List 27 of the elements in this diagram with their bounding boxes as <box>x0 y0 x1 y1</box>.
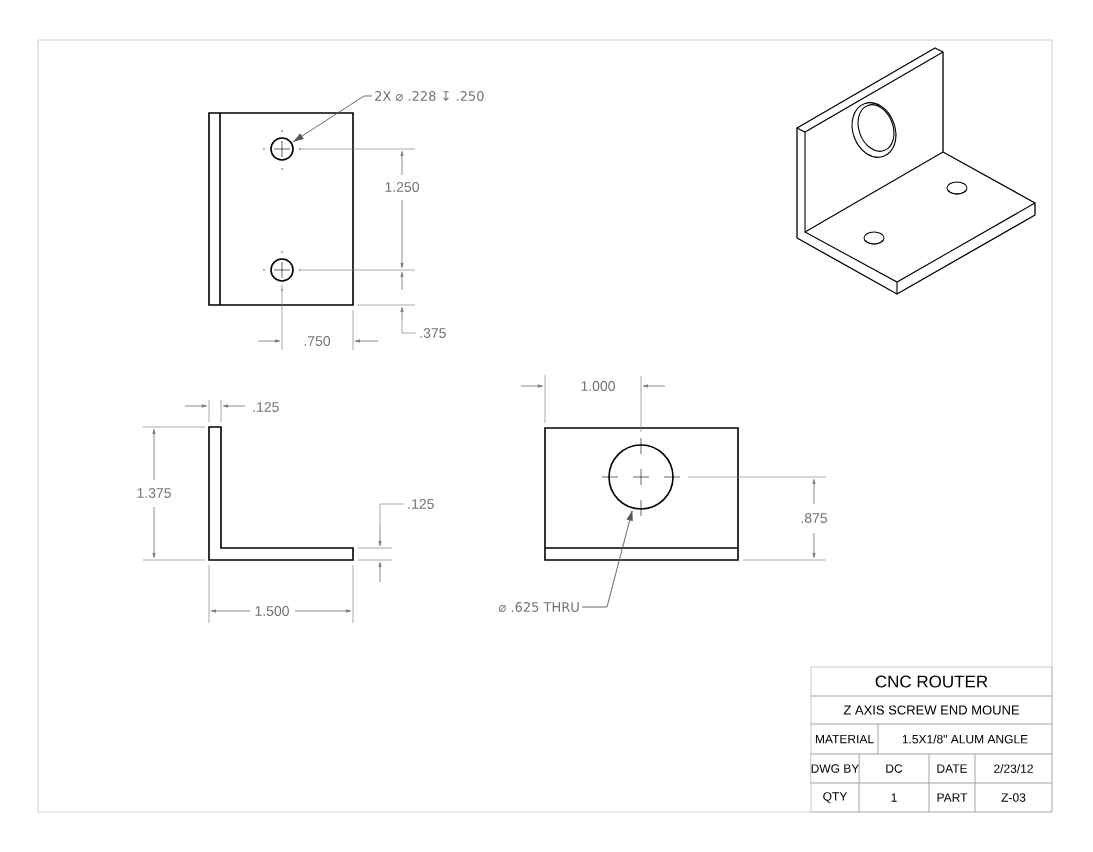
dimension-text: .750 <box>302 335 332 347</box>
table-cell: DC <box>858 753 930 784</box>
leader-line <box>293 95 373 142</box>
dimension-text: 1.500 <box>253 605 291 617</box>
leader-line <box>581 510 633 608</box>
table-cell: 2/23/12 <box>974 753 1053 784</box>
table-cell: MATERIAL <box>810 723 879 755</box>
table-cell: CNC ROUTER <box>810 666 1053 697</box>
table-cell: 1 <box>858 782 930 813</box>
dimension-text: 1.000 <box>579 380 617 392</box>
hole <box>608 444 674 510</box>
hole <box>270 137 294 161</box>
dimension-text: .875 <box>799 512 829 524</box>
table-cell: DATE <box>928 753 976 784</box>
table-cell: Z-03 <box>974 782 1053 813</box>
table-cell: Z AXIS SCREW END MOUNE <box>810 695 1053 725</box>
table-cell: 1.5X1/8" ALUM ANGLE <box>877 723 1053 755</box>
dimension-text: .125 <box>406 498 436 510</box>
leader-text: ⌀ .625 THRU <box>498 602 579 612</box>
dimension-text: 1.375 <box>135 487 173 499</box>
dimension-text: .375 <box>418 327 448 339</box>
table-cell: QTY <box>810 782 860 813</box>
table-cell: DWG BY <box>810 753 860 784</box>
dimension-text: .125 <box>251 401 281 413</box>
table-cell: PART <box>928 782 976 813</box>
leader-text: 2X ⌀ .228 ↧ .250 <box>375 91 484 101</box>
dimension-text: 1.250 <box>383 181 421 193</box>
